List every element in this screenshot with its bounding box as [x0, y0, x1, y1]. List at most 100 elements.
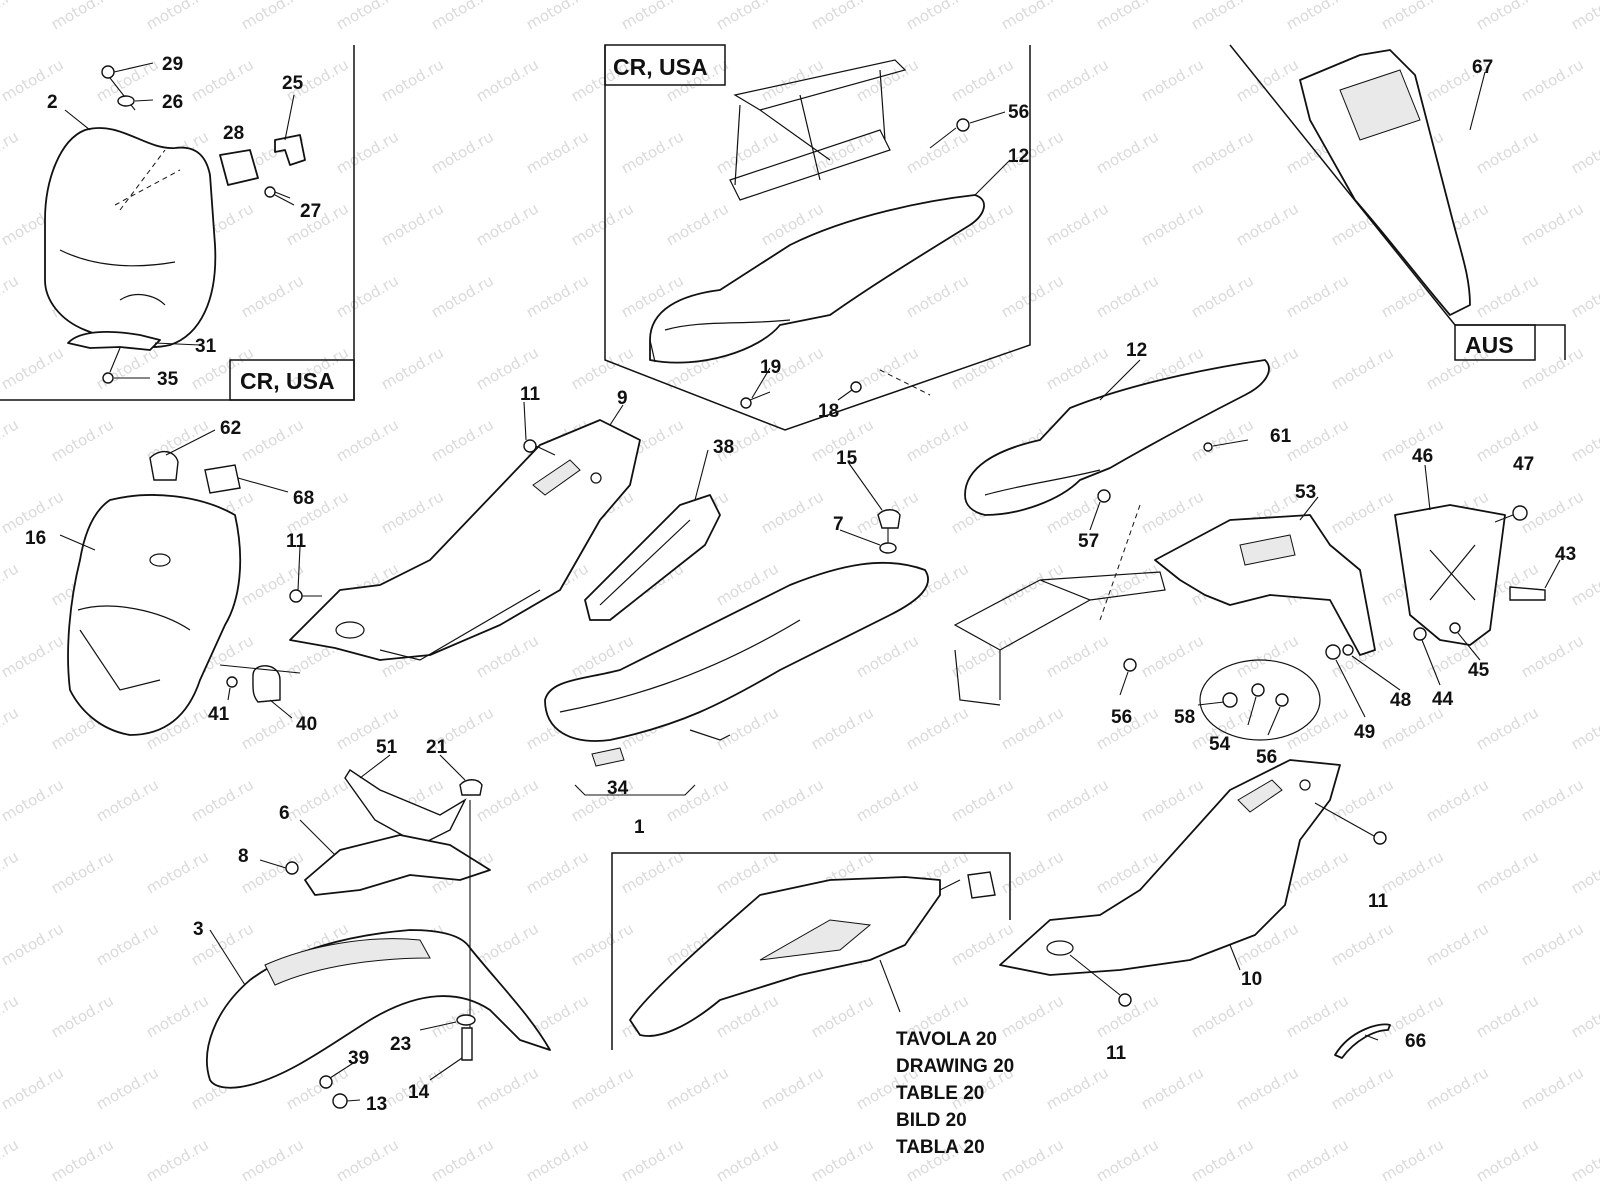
- seat-variant-label: CR, USA: [613, 54, 708, 80]
- watermark-text: motod.ru: [1233, 1063, 1302, 1113]
- watermark-text: motod.ru: [473, 631, 542, 681]
- watermark-text: motod.ru: [0, 271, 22, 321]
- clip-part-28: [219, 149, 259, 186]
- watermark-text: motod.ru: [428, 415, 497, 465]
- watermark-text: motod.ru: [473, 775, 542, 825]
- watermark-text: motod.ru: [1093, 127, 1162, 177]
- watermark-text: motod.ru: [333, 0, 402, 33]
- watermark-text: motod.ru: [1423, 919, 1492, 969]
- watermark-text: motod.ru: [238, 1135, 307, 1185]
- watermark-text: motod.ru: [0, 1135, 22, 1185]
- watermark-text: motod.ru: [0, 127, 22, 177]
- callout-43: 43: [1555, 544, 1576, 565]
- clamp-part-40: [252, 665, 281, 703]
- watermark-text: motod.ru: [713, 0, 782, 33]
- watermark-text: motod.ru: [1423, 775, 1492, 825]
- callout-15: 15: [836, 448, 858, 469]
- front-fender-group: [206, 769, 551, 1109]
- watermark-text: motod.ru: [998, 847, 1067, 897]
- seat-part-12: [964, 359, 1270, 516]
- screw-part-29: [101, 65, 115, 79]
- callout-28: 28: [223, 123, 244, 144]
- reference-drawing: DRAWING 20: [896, 1056, 1014, 1077]
- watermark-text: motod.ru: [1283, 271, 1352, 321]
- nut-part-44: [1413, 627, 1427, 641]
- watermark-text: motod.ru: [0, 847, 22, 897]
- callout-1: 1: [634, 817, 645, 838]
- aus-variant-group: AUS: [1229, 44, 1566, 361]
- watermark-text: motod.ru: [948, 631, 1017, 681]
- watermark-text: motod.ru: [93, 343, 162, 393]
- callout-44: 44: [1432, 689, 1454, 710]
- watermark-text: motod.ru: [1378, 1135, 1447, 1185]
- callout-leaders: [59, 62, 1561, 1102]
- watermark-text: motod.ru: [1188, 271, 1257, 321]
- watermark-text: motod.ru: [1473, 127, 1542, 177]
- hardware-callout-ring: [1199, 659, 1321, 741]
- watermark-text: motod.ru: [143, 991, 212, 1041]
- watermark-text: motod.ru: [0, 1063, 67, 1113]
- callout-2: 2: [47, 92, 58, 113]
- watermark-text: motod.ru: [523, 0, 592, 33]
- callout-numbers: 29 26 2 25 28 27 31 35 56 12 19 18 67 62…: [25, 54, 1576, 1115]
- screw-part-47: [1512, 505, 1528, 521]
- watermark-text: motod.ru: [48, 991, 117, 1041]
- screw-part-41: [226, 676, 238, 688]
- watermark-text: motod.ru: [48, 415, 117, 465]
- watermark-text: motod.ru: [0, 991, 22, 1041]
- side-panel-left-group: [289, 419, 641, 661]
- watermark-text: motod.ru: [333, 271, 402, 321]
- watermark-text: motod.ru: [1283, 415, 1352, 465]
- screw-part-19: [740, 397, 752, 409]
- bracket-part-51: [344, 769, 467, 846]
- tank-variant-group: CR, USA: [0, 45, 355, 401]
- callout-48: 48: [1390, 690, 1411, 711]
- fastener-part-62: [149, 451, 179, 481]
- watermark-text: motod.ru: [808, 703, 877, 753]
- callout-34: 34: [607, 778, 629, 799]
- watermark-text: motod.ru: [1378, 703, 1447, 753]
- callout-45: 45: [1468, 660, 1490, 681]
- watermark-text: motod.ru: [1518, 919, 1587, 969]
- seat-variant-group: CR, USA: [604, 44, 1031, 431]
- watermark-text: motod.ru: [0, 343, 67, 393]
- callout-68: 68: [293, 488, 314, 509]
- watermark-text: motod.ru: [853, 775, 922, 825]
- watermark-text: motod.ru: [948, 343, 1017, 393]
- callout-26: 26: [162, 92, 183, 113]
- watermark-text: motod.ru: [1473, 271, 1542, 321]
- watermark-text: motod.ru: [1518, 343, 1587, 393]
- callout-57: 57: [1078, 531, 1099, 552]
- reference-tavola: TAVOLA 20: [896, 1029, 997, 1050]
- clip-part-66: [1334, 1023, 1391, 1059]
- callout-47: 47: [1513, 454, 1534, 475]
- watermark-text: motod.ru: [1328, 1063, 1397, 1113]
- washer-part-26: [117, 95, 135, 107]
- watermark-text: motod.ru: [568, 199, 637, 249]
- callout-54: 54: [1209, 734, 1231, 755]
- callout-23: 23: [390, 1034, 411, 1055]
- screw-part-58: [1222, 692, 1238, 708]
- watermark-text: motod.ru: [1043, 55, 1112, 105]
- callout-9: 9: [617, 388, 628, 409]
- watermark-text: motod.ru: [758, 775, 827, 825]
- fastener-part-61: [1203, 442, 1213, 452]
- watermark-text: motod.ru: [378, 343, 447, 393]
- watermark-text: motod.ru: [523, 127, 592, 177]
- watermark-text: motod.ru: [618, 127, 687, 177]
- washer-part-23: [456, 1014, 476, 1026]
- watermark-text: motod.ru: [428, 0, 497, 33]
- watermark-text: motod.ru: [238, 0, 307, 33]
- watermark-text: motod.ru: [1138, 775, 1207, 825]
- watermark-text: motod.ru: [188, 55, 257, 105]
- watermark-text: motod.ru: [853, 55, 922, 105]
- reflector-part-43: [1509, 586, 1546, 601]
- seat-rear-group: [953, 359, 1270, 706]
- watermark-text: motod.ru: [1568, 559, 1600, 609]
- watermark-text: motod.ru: [93, 775, 162, 825]
- watermark-text: motod.ru: [1423, 1063, 1492, 1113]
- watermark-text: motod.ru: [1568, 127, 1600, 177]
- watermark-text: motod.ru: [1283, 1135, 1352, 1185]
- screw-part-27: [264, 186, 276, 198]
